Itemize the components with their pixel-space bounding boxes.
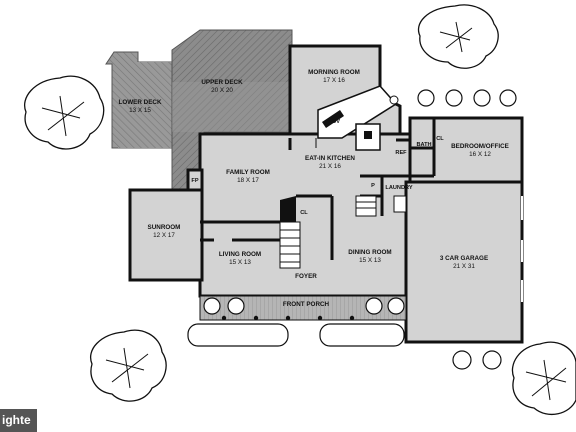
front-porch-label: FRONT PORCH	[283, 301, 330, 308]
foyer-label: FOYER	[295, 273, 317, 280]
tree-top-right	[417, 4, 499, 69]
family-room-name: FAMILY ROOM	[226, 169, 270, 176]
morning-room-name: MORNING ROOM	[308, 69, 360, 76]
shrub-row-right	[417, 89, 517, 107]
interior-walls	[200, 118, 436, 260]
dining-room-name: DINING ROOM	[348, 249, 391, 256]
closet-label-bedroom: CL	[436, 136, 444, 142]
kitchen-size: 21 X 16	[319, 163, 341, 170]
bedroom-office-size: 16 X 12	[469, 151, 491, 158]
living-room-name: LIVING ROOM	[219, 251, 261, 258]
room-labels: LOWER DECK 13 X 15 UPPER DECK 20 X 20 MO…	[118, 69, 508, 308]
bath-label: BATH	[416, 142, 431, 148]
sunroom-name: SUNROOM	[148, 224, 181, 231]
sunroom-size: 12 X 17	[153, 232, 175, 239]
family-room-size: 18 X 17	[237, 177, 259, 184]
dining-room-size: 15 X 13	[359, 257, 381, 264]
tree-bottom-left	[90, 329, 167, 402]
tree-left	[24, 75, 105, 150]
living-room-size: 15 X 13	[229, 259, 251, 266]
pantry-label: P	[371, 183, 375, 189]
ref-label: REF	[395, 150, 407, 156]
shrubs	[187, 89, 517, 370]
upper-deck-name: UPPER DECK	[201, 79, 243, 86]
kitchen-counter	[317, 85, 399, 151]
oven-label: OV	[332, 119, 340, 125]
bedroom-office-name: BEDROOM/OFFICE	[451, 143, 509, 150]
garage-name: 3 CAR GARAGE	[440, 255, 488, 262]
laundry-label: LAUNDRY	[385, 185, 412, 191]
upper-deck-size: 20 X 20	[211, 87, 233, 94]
lower-deck-name: LOWER DECK	[118, 99, 161, 106]
tree-bottom-right	[511, 341, 576, 416]
garage-size: 21 X 31	[453, 263, 475, 270]
closet-label-foyer: CL	[300, 210, 308, 216]
lower-deck	[105, 51, 173, 149]
kitchen-name: EAT-IN KITCHEN	[305, 155, 355, 162]
watermark: ighte	[0, 409, 37, 432]
morning-room-size: 17 X 16	[323, 77, 345, 84]
lower-deck-size: 13 X 15	[129, 107, 151, 114]
shrub-row-front	[203, 297, 502, 370]
staircase	[279, 195, 407, 269]
fireplace-label: FP	[191, 178, 198, 184]
